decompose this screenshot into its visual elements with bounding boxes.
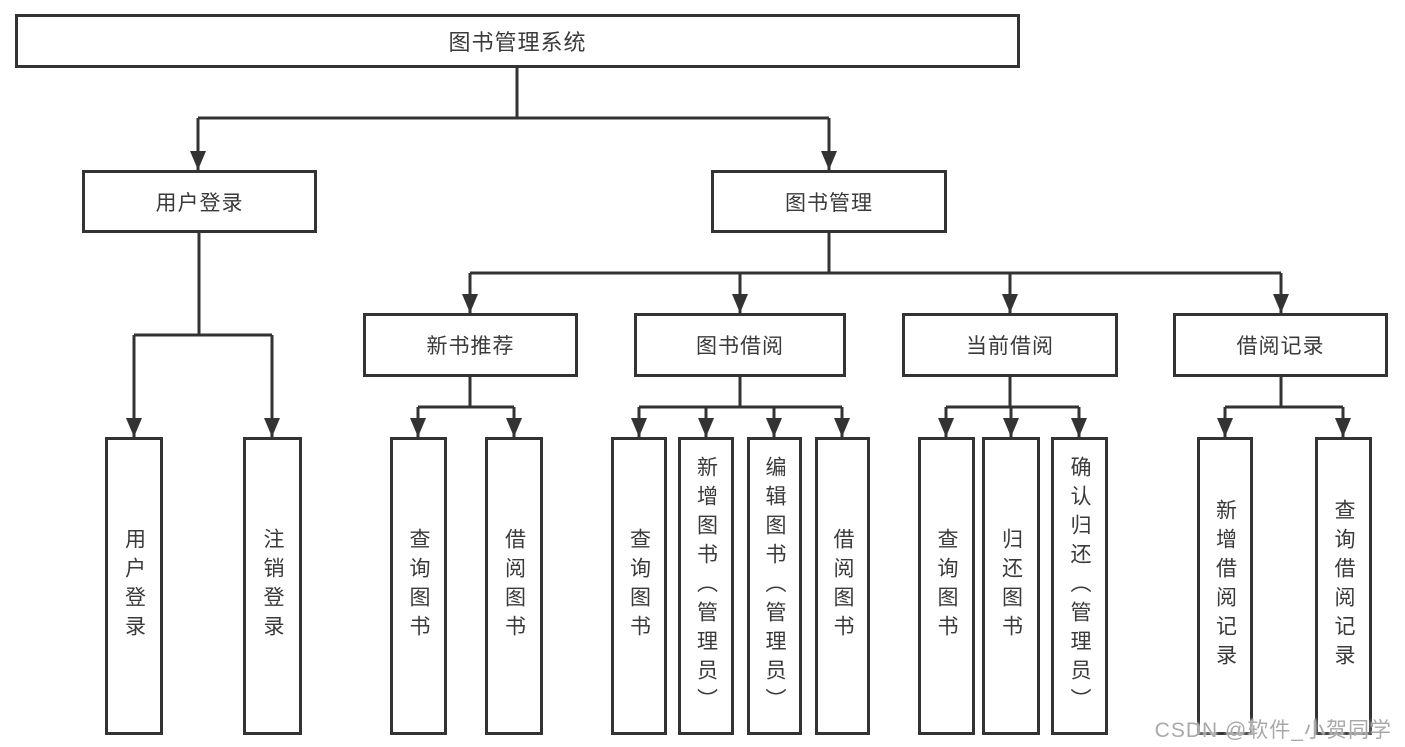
leaf-query-borrow-record: 查询借阅记录 xyxy=(1315,437,1372,735)
leaf-label: 借阅图书 xyxy=(831,528,854,644)
node-label: 图书管理系统 xyxy=(448,30,587,55)
node-root-system: 图书管理系统 xyxy=(15,14,1020,68)
leaf-label: 用户登录 xyxy=(122,528,146,644)
node-new-book-recommend: 新书推荐 xyxy=(363,313,578,377)
node-book-management: 图书管理 xyxy=(711,170,947,233)
leaf-borrow-book-2: 借阅图书 xyxy=(815,437,870,735)
node-current-borrow: 当前借阅 xyxy=(902,313,1118,377)
branch-lines xyxy=(134,68,1343,409)
leaf-user-login: 用户登录 xyxy=(105,437,163,735)
leaf-label: 查询图书 xyxy=(935,528,958,644)
leaf-query-book-2: 查询图书 xyxy=(611,437,667,735)
node-book-borrow: 图书借阅 xyxy=(634,313,846,377)
leaf-label: 编辑图书（管理员） xyxy=(763,455,786,717)
leaf-logout: 注销登录 xyxy=(243,437,302,735)
node-label: 当前借阅 xyxy=(966,335,1054,358)
leaf-label: 确认归还（管理员） xyxy=(1068,455,1091,717)
leaf-label: 归还图书 xyxy=(999,528,1023,644)
leaf-return-book: 归还图书 xyxy=(982,437,1040,735)
node-user-login: 用户登录 xyxy=(82,170,317,233)
node-label: 图书管理 xyxy=(785,191,873,215)
node-borrow-records: 借阅记录 xyxy=(1173,313,1388,377)
leaf-query-book-1: 查询图书 xyxy=(390,437,447,735)
leaf-edit-book-admin: 编辑图书（管理员） xyxy=(747,437,802,735)
leaf-label: 查询图书 xyxy=(627,528,651,644)
leaf-add-book-admin: 新增图书（管理员） xyxy=(678,437,734,735)
leaf-label: 借阅图书 xyxy=(502,528,526,644)
leaf-label: 新增借阅记录 xyxy=(1213,499,1237,673)
node-label: 新书推荐 xyxy=(426,335,515,358)
node-label: 用户登录 xyxy=(155,191,244,215)
arrow-lines xyxy=(126,118,1351,437)
leaf-add-borrow-record: 新增借阅记录 xyxy=(1197,437,1253,735)
leaf-label: 注销登录 xyxy=(261,528,284,644)
node-label: 借阅记录 xyxy=(1236,335,1325,358)
leaf-confirm-return-admin: 确认归还（管理员） xyxy=(1051,437,1108,735)
leaf-label: 新增图书（管理员） xyxy=(694,455,718,717)
leaf-borrow-book-1: 借阅图书 xyxy=(485,437,543,735)
leaf-label: 查询图书 xyxy=(407,528,430,644)
node-label: 图书借阅 xyxy=(696,335,784,358)
leaf-query-book-3: 查询图书 xyxy=(918,437,975,735)
leaf-label: 查询借阅记录 xyxy=(1332,499,1355,673)
